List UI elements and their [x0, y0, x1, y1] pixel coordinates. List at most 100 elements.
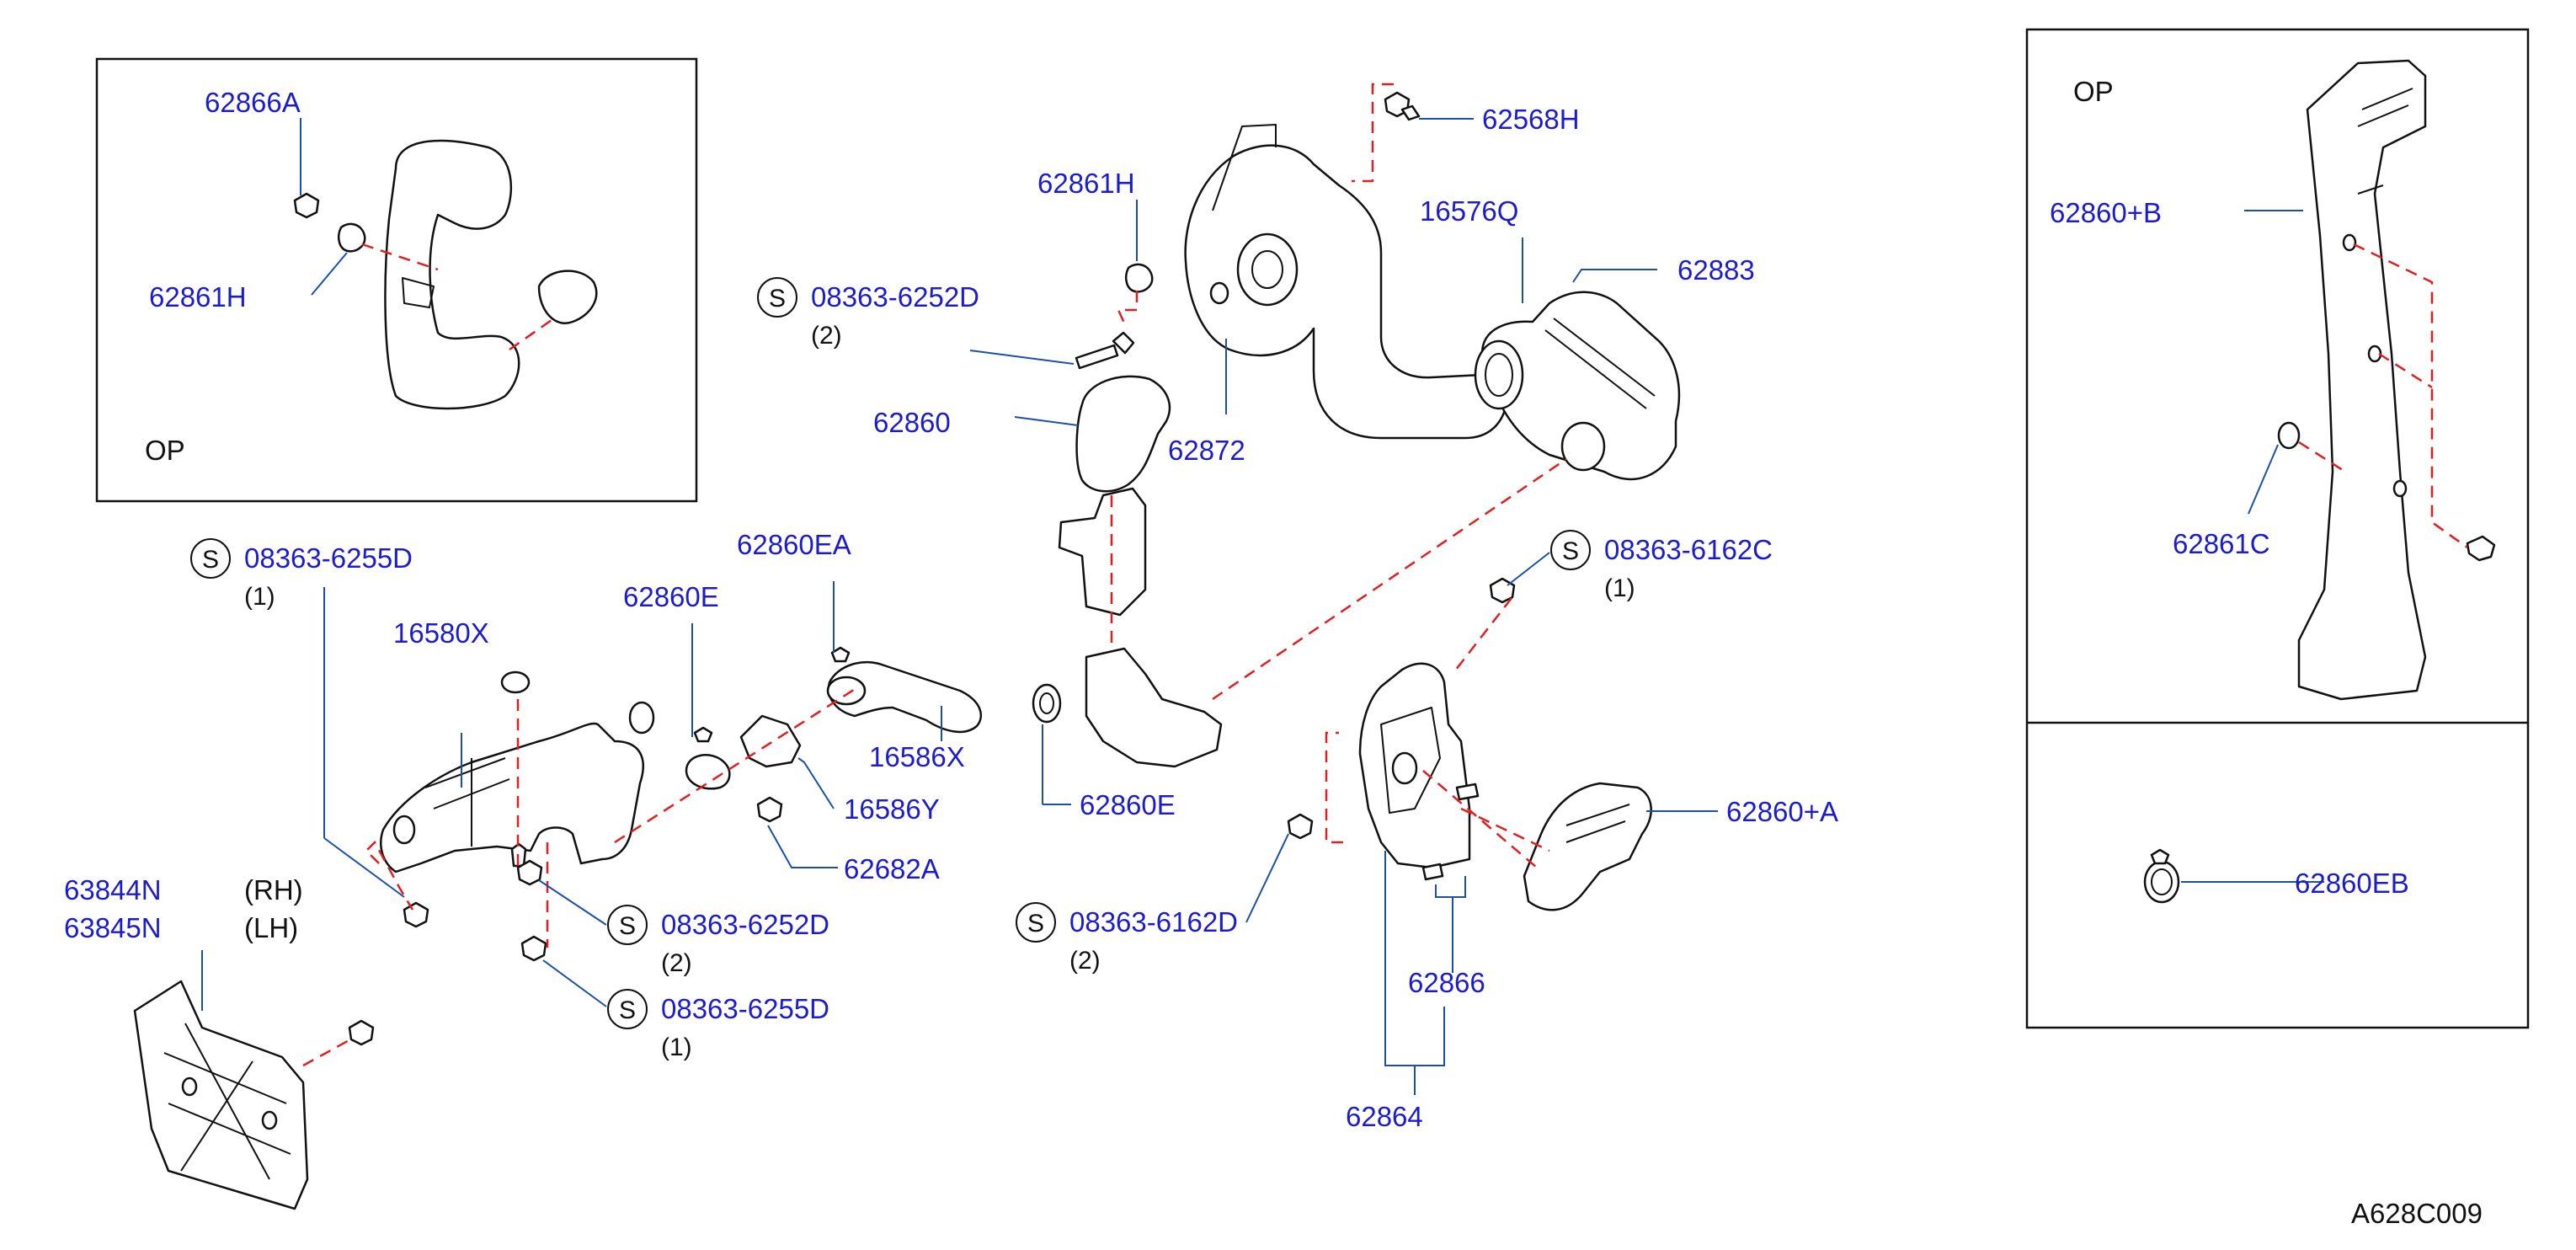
screw-callout-08363-6162C: S 08363-6162C (1): [1550, 530, 1773, 602]
label-62860: 62860: [873, 407, 951, 438]
label-62860B: 62860+B: [2050, 197, 2162, 228]
duct-62860A-drawing: [1523, 782, 1652, 911]
label-62860EA: 62860EA: [737, 529, 851, 560]
leader-62864: [1384, 851, 1445, 1066]
s-symbol-circle: [1550, 530, 1591, 570]
clamp-62860EB-drawing: [2143, 848, 2180, 904]
s-symbol: S: [202, 546, 219, 574]
screw-number: 08363-6162D: [1069, 906, 1238, 938]
leader-62866: [1435, 876, 1466, 898]
leader-08363-6162C: [1507, 552, 1550, 586]
screw-number: 08363-6255D: [244, 542, 413, 574]
dash-62568H: [1352, 83, 1394, 183]
leader-08363-6252D-top: [969, 350, 1075, 365]
label-62861C: 62861C: [2173, 528, 2270, 559]
label-62682A: 62682A: [844, 853, 940, 884]
s-symbol: S: [769, 285, 786, 312]
bracket-63844N-drawing: [133, 980, 375, 1210]
s-symbol: S: [1562, 537, 1579, 565]
label-62866: 62866: [1408, 967, 1485, 998]
s-symbol-circle: [190, 538, 231, 579]
screw-number: 08363-6255D: [661, 993, 829, 1024]
dash-6162D: [1325, 731, 1343, 844]
inset-duct-drawing: [293, 139, 598, 410]
label-62864: 62864: [1346, 1101, 1423, 1132]
leader-62860: [1014, 416, 1079, 426]
inset-dash-1: [361, 243, 439, 271]
label-16580X: 16580X: [393, 617, 489, 649]
label-62861H-inset: 62861H: [149, 281, 247, 312]
label-16586Y: 16586Y: [844, 793, 940, 825]
screw-qty: (1): [244, 583, 275, 611]
screw-qty: (2): [661, 949, 692, 977]
screw-qty: (2): [811, 322, 842, 350]
leader-08363-6255D-top-2: [323, 837, 405, 898]
label-62866A: 62866A: [205, 87, 301, 118]
leader-08363-6162D: [1245, 833, 1289, 923]
screw-number: 08363-6162C: [1604, 534, 1773, 565]
dash-62861C: [2298, 441, 2346, 473]
screw-qty: (1): [1604, 574, 1635, 602]
screw-callout-08363-6162D: S 08363-6162D (2): [1016, 902, 1238, 975]
leader-08363-6252D-mid: [538, 879, 607, 926]
dash-62860B-2: [2378, 352, 2433, 389]
diagram-code: A628C009: [2351, 1198, 2483, 1229]
hose-16586-drawing: [685, 646, 982, 823]
label-62860A: 62860+A: [1726, 796, 1838, 827]
dash-panel-to-duct-2: [1460, 807, 1550, 852]
panel-62864-drawing: [1358, 662, 1480, 881]
s-symbol-circle: [607, 989, 648, 1029]
dash-63844N: [302, 1036, 355, 1067]
screw-number: 08363-6252D: [661, 909, 829, 940]
screw-callout-08363-6252D-top: S 08363-6252D (2): [757, 277, 979, 350]
label-62883: 62883: [1677, 254, 1755, 286]
leader-08363-6255D-mid: [542, 959, 607, 1007]
screw-qty: (1): [661, 1034, 692, 1061]
dash-duct-to-fan: [1212, 457, 1567, 701]
dash-16580X-to-hose: [614, 685, 860, 844]
leader-16586Y: [797, 757, 835, 809]
screw-62568H-drawing: [1384, 91, 1421, 121]
label-63845N: 63845N: [64, 912, 162, 943]
inset-label-op-right: OP: [2073, 76, 2114, 107]
dash-62860B: [2353, 243, 2468, 549]
inset-right-duct-drawing: [2277, 59, 2496, 701]
label-63844N: 63844N: [64, 874, 162, 905]
screws-left-drawing: [403, 577, 1516, 962]
s-symbol-circle: [1016, 902, 1056, 943]
inset-label-op-left: OP: [145, 435, 185, 466]
duct-62860-drawing: [1032, 263, 1223, 768]
dash-62861H: [1117, 291, 1139, 329]
fan-housing-drawing: [1474, 291, 1681, 481]
screw-callout-08363-6252D-mid: S 08363-6252D (2): [607, 905, 829, 977]
label-rh: (RH): [244, 874, 303, 905]
dash-panel-to-duct-1: [1422, 770, 1538, 868]
label-62860EB: 62860EB: [2295, 868, 2409, 899]
label-62860E-mid: 62860E: [1080, 789, 1176, 820]
leader-62861H-inset: [311, 252, 348, 296]
inset-box-top-right: [2025, 28, 2530, 1029]
label-62568H: 62568H: [1482, 104, 1580, 135]
label-lh: (LH): [244, 912, 298, 943]
s-symbol: S: [619, 912, 636, 940]
screw-callout-08363-6255D-top: S 08363-6255D (1): [190, 538, 413, 611]
leader-62861C: [2248, 444, 2279, 515]
s-symbol-circle: [607, 905, 648, 945]
label-16576Q: 16576Q: [1420, 195, 1518, 227]
label-62861H: 62861H: [1037, 168, 1135, 199]
inset-dash-2: [509, 318, 552, 351]
label-62872: 62872: [1168, 435, 1245, 466]
label-62860E-left: 62860E: [623, 581, 719, 612]
s-symbol: S: [619, 996, 636, 1024]
dash-16580X-left: [365, 840, 414, 911]
duct-16580X-drawing: [380, 670, 655, 873]
s-symbol-circle: [757, 277, 797, 318]
leader-62883: [1572, 269, 1657, 283]
s-symbol: S: [1027, 910, 1044, 938]
leader-62682A: [767, 825, 838, 868]
blower-duct-drawing: [1184, 124, 1509, 440]
label-16586X: 16586X: [869, 741, 965, 772]
screw-number: 08363-6252D: [811, 281, 979, 312]
screw-qty: (2): [1069, 947, 1101, 975]
